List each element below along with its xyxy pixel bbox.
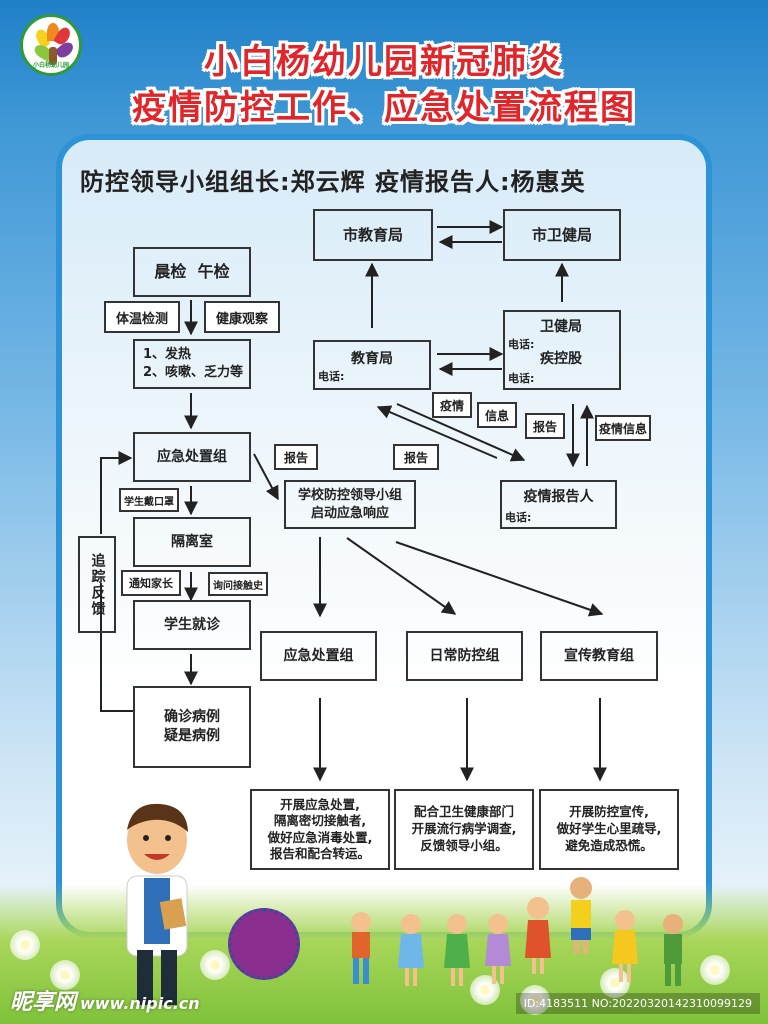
tag-ask-contact-history: 询问接触史 [208, 572, 268, 596]
arrow-school-to-daily-group [346, 537, 457, 615]
node-isolation-room: 隔离室 [133, 517, 251, 567]
node-epidemic-reporter: 疫情报告人 [500, 480, 617, 529]
arrow-edu-to-reporter [396, 403, 526, 462]
child-illustration [663, 914, 683, 986]
node-group-publicity: 宣传教育组 [540, 631, 658, 681]
tag-report-left: 报告 [274, 444, 318, 470]
node-education-bureau: 教育局 [313, 340, 431, 390]
edu-bureau-phone-label: 电话: [318, 370, 345, 383]
arrow-reporter-to-edu [376, 405, 498, 459]
tag-report-health: 报告 [525, 413, 565, 439]
image-id-label: ID:4183511 NO:20220320142310099129 [515, 993, 760, 1014]
reporter-phone-label: 电话: [505, 511, 532, 524]
node-health-bureau [503, 310, 621, 390]
node-group-daily: 日常防控组 [406, 631, 523, 681]
task-publicity: 开展防控宣传, 做好学生心里疏导, 避免造成恐慌。 [539, 789, 679, 870]
health-bureau-phone-label: 电话: [508, 338, 535, 351]
dandelion [700, 955, 730, 985]
dandelion [520, 985, 550, 1015]
dandelion [600, 968, 630, 998]
disease-control-title: 疾控股 [540, 351, 582, 367]
child-illustration [485, 914, 511, 984]
child-illustration [444, 914, 470, 986]
node-confirmed-suspected: 确诊病例疑是病例 [133, 686, 251, 768]
tag-info: 信息 [477, 402, 517, 428]
child-illustration [570, 877, 592, 954]
child-illustration [612, 910, 638, 982]
flowchart-panel [56, 134, 712, 938]
node-morning-check: 晨检 午检 [133, 247, 251, 297]
kindergarten-logo: 小白杨幼儿园 [20, 14, 82, 76]
logo-text: 小白杨幼儿园 [32, 62, 69, 69]
page-title-line2: 疫情防控工作、应急处置流程图 [132, 88, 636, 128]
node-group-emergency: 应急处置组 [260, 631, 377, 681]
virus-illustration [228, 908, 300, 980]
node-tracking-feedback: 追踪反馈 [78, 536, 116, 633]
task-emergency: 开展应急处置, 隔离密切接触者, 做好应急消毒处置, 报告和配合转运。 [250, 789, 390, 870]
disease-control-phone-label: 电话: [508, 372, 535, 385]
child-illustration [525, 897, 551, 974]
tag-wear-mask: 学生戴口罩 [119, 488, 179, 512]
task-daily: 配合卫生健康部门 开展流行病学调查, 反馈领导小组。 [394, 789, 534, 870]
tag-report-mid: 报告 [393, 444, 439, 470]
node-emergency-group: 应急处置组 [133, 432, 251, 482]
node-health-observation: 健康观察 [204, 301, 280, 333]
dandelion [50, 960, 80, 990]
node-school-leadership-group: 学校防控领导小组启动应急响应 [284, 480, 416, 529]
child-illustration [398, 914, 424, 986]
dandelion [200, 950, 230, 980]
node-city-health-bureau: 市卫健局 [503, 209, 621, 261]
node-student-visit: 学生就诊 [133, 600, 251, 650]
health-bureau-title: 卫健局 [540, 319, 582, 335]
leader-info: 防控领导小组组长:郑云辉 疫情报告人:杨惠英 [80, 168, 586, 196]
doctor-illustration [126, 803, 188, 1005]
dandelion [10, 930, 40, 960]
feedback-loop-arrow [100, 451, 133, 534]
node-temperature-check: 体温检测 [104, 301, 180, 333]
tag-notify-parent: 通知家长 [121, 570, 181, 596]
tag-epidemic: 疫情 [432, 392, 472, 418]
node-city-education-bureau: 市教育局 [313, 209, 433, 261]
page-title-line1: 小白杨幼儿园新冠肺炎 [204, 42, 564, 82]
child-illustration [351, 912, 371, 984]
feedback-loop-line [100, 583, 134, 712]
tag-epidemic-info: 疫情信息 [595, 415, 651, 441]
arrow-emergency-to-school [253, 453, 279, 501]
arrow-school-to-publicity-group [395, 541, 604, 617]
